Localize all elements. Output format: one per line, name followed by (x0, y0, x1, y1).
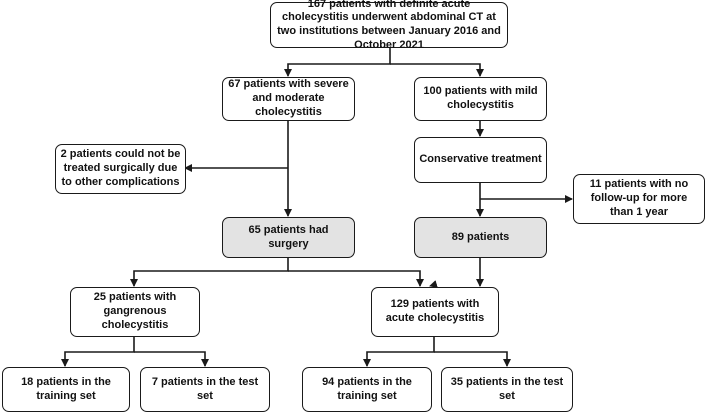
edge-surgery-to-acute (288, 270, 424, 287)
node-conservative-treatment: Conservative treatment (414, 137, 547, 183)
node-no-followup: 11 patients with no follow-up for more t… (573, 174, 705, 224)
edge-gangrenous-split (61, 337, 135, 367)
node-gangrenous: 25 patients with gangrenous cholecystiti… (70, 287, 200, 337)
node-gangrenous-test: 7 patients in the test set (140, 367, 270, 412)
node-mild: 100 patients with mild cholecystitis (414, 77, 547, 121)
node-acute-training: 94 patients in the training set (302, 367, 432, 412)
node-start-cohort: 167 patients with definite acute cholecy… (270, 0, 508, 51)
edge-start-to-severe (284, 48, 391, 77)
node-gangrenous-training: 18 patients in the training set (2, 367, 130, 412)
node-acute-test: 35 patients in the test set (441, 367, 573, 412)
edge-start-to-mild (390, 63, 484, 77)
node-excluded-complications: 2 patients could not be treated surgical… (55, 144, 186, 194)
node-surgery: 65 patients had surgery (222, 217, 355, 258)
edge-gangrenous-to-test (134, 351, 209, 367)
node-89-patients: 89 patients (414, 217, 547, 258)
edge-surgery-to-gangrenous (130, 258, 289, 287)
edge-acute-to-test (434, 351, 511, 367)
node-severe-moderate: 67 patients with severe and moderate cho… (222, 77, 355, 121)
edge-89-to-acute (429, 280, 438, 288)
edge-acute-split (363, 337, 435, 367)
node-acute: 129 patients with acute cholecystitis (371, 287, 499, 337)
